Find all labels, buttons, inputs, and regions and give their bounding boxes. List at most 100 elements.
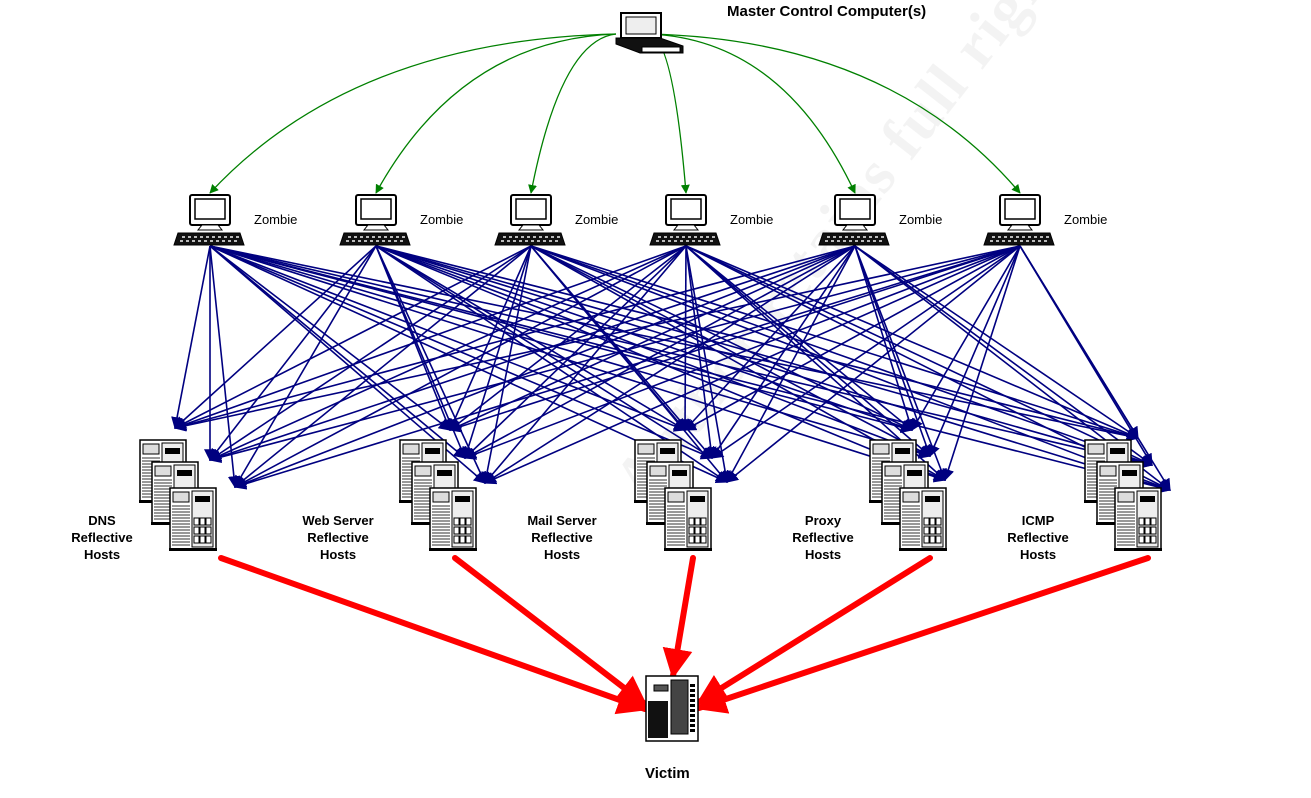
reflector-host-icon[interactable] [1114, 487, 1162, 551]
zombie-label: Zombie [420, 212, 464, 227]
reflector-host-icon[interactable] [429, 487, 477, 551]
zombie-label: Zombie [254, 212, 298, 227]
master-to-zombie-edge [649, 33, 1021, 194]
reflector-group [399, 439, 477, 551]
reflector-group-label-line: Hosts [543, 547, 581, 562]
zombie-to-reflector-edge [375, 245, 1140, 442]
reflector-group-label-line: Reflective [307, 530, 369, 545]
zombie-to-reflector-edge [209, 245, 466, 459]
reflector-group [869, 439, 947, 551]
zombie-to-reflector-edge [911, 245, 1021, 432]
victim-server-icon[interactable] [645, 675, 699, 742]
zombie-to-reflector-edge [209, 245, 532, 461]
reflector-group-label-line: Hosts [1019, 547, 1057, 562]
zombie-to-reflector-edge [464, 245, 687, 459]
zombie-to-reflector-edge [942, 245, 1021, 482]
reflector-group [1084, 439, 1162, 551]
zombie-to-reflector-edge [209, 245, 451, 431]
reflector-group-label-line: Hosts [804, 547, 842, 562]
master-to-zombie-edge [375, 33, 617, 194]
reflector-group-label-line: Hosts [319, 547, 357, 562]
zombie-to-reflector-edge [1019, 245, 1171, 492]
zombie-computer-icon[interactable] [339, 194, 411, 246]
zombie-to-reflector-edge [209, 245, 932, 459]
zombie-to-reflector-edge [375, 245, 947, 482]
zombie-label: Zombie [899, 212, 943, 227]
zombie-to-reflector-edge [209, 245, 687, 432]
zombie-to-reflector-edge [375, 245, 1154, 468]
reflector-group-label-line: Proxy [804, 513, 842, 528]
zombie-label: Zombie [1064, 212, 1108, 227]
zombie-to-reflector-edge [928, 245, 1021, 458]
zombie-computer-icon[interactable] [649, 194, 721, 246]
reflector-group-label-line: DNS [88, 513, 116, 528]
zombie-to-reflector-edge [208, 245, 856, 463]
zombie-to-reflector-edge [711, 245, 1021, 459]
zombie-to-reflector-edge [683, 245, 1021, 431]
master-to-zombie-edge [649, 33, 856, 194]
zombie-to-reflector-edge [173, 245, 532, 429]
reflector-host-icon[interactable] [664, 487, 712, 551]
zombie-to-reflector-edge [233, 245, 856, 489]
master-laptop-icon[interactable] [615, 12, 684, 54]
zombie-to-reflector-edges [171, 245, 1172, 494]
master-to-zombie-edge [209, 33, 617, 194]
reflector-to-victim-edge [696, 555, 1151, 714]
reflector-group-label-line: Web Server [302, 513, 374, 528]
zombie-to-reflector-edge [375, 245, 914, 433]
zombie-to-reflector-edge [173, 245, 856, 432]
zombie-to-reflector-edge [171, 245, 211, 430]
reflector-to-victim-edge [662, 555, 696, 679]
zombie-to-reflector-edge [711, 245, 856, 459]
reflector-group-label-line: Reflective [531, 530, 593, 545]
zombie-to-reflector-edge [209, 245, 1140, 442]
zombie-to-reflector-edge [684, 245, 856, 431]
zombie-to-reflector-edge [530, 245, 1140, 441]
zombie-label: Zombie [575, 212, 619, 227]
reflector-group-label-line: Reflective [71, 530, 133, 545]
reflector-to-victim-edge [452, 555, 648, 707]
reflector-host-icon[interactable] [169, 487, 217, 551]
zombie-to-reflector-edge [233, 245, 1021, 490]
zombie-to-reflector-edge [173, 245, 687, 431]
zombie-computer-icon[interactable] [818, 194, 890, 246]
reflector-host-icon[interactable] [899, 487, 947, 551]
zombie-to-reflector-edge [208, 245, 687, 462]
zombie-to-reflector-edge [375, 245, 932, 458]
zombie-computer-icon[interactable] [173, 194, 245, 246]
zombie-to-reflector-edge [173, 245, 1021, 432]
reflector-group-label-line: Reflective [1007, 530, 1069, 545]
zombie-to-reflector-edge [375, 245, 714, 459]
zombie-to-reflector-edge [484, 245, 687, 484]
zombie-to-reflector-edge [483, 245, 856, 484]
zombie-computer-icon[interactable] [494, 194, 566, 246]
zombie-to-reflector-edge [854, 245, 915, 432]
master-label: Master Control Computer(s) [727, 3, 927, 20]
master-to-zombie-edge [649, 33, 690, 194]
zombie-to-reflector-edge [448, 245, 532, 432]
zombie-to-reflector-edge [448, 245, 1021, 433]
zombie-to-reflector-edge [530, 245, 1172, 492]
zombie-to-reflector-edge [234, 245, 532, 488]
zombie-to-reflector-edge [208, 245, 1021, 464]
reflector-group-label-line: Hosts [83, 547, 121, 562]
zombie-computer-icon[interactable] [983, 194, 1055, 246]
zombie-to-reflector-edge [462, 245, 532, 460]
zombie-to-reflector-edge [463, 245, 1021, 460]
zombie-to-reflector-edge [685, 245, 1154, 466]
reflector-to-victim-edge [696, 555, 933, 705]
zombie-to-reflector-edge [530, 245, 932, 457]
zombie-to-reflector-edge [174, 245, 377, 429]
zombie-to-reflector-edge [448, 245, 856, 431]
zombie-to-reflector-edge [375, 245, 687, 431]
zombie-to-reflector-edge [209, 245, 1172, 494]
zombie-to-reflector-edge [854, 245, 1139, 439]
zombie-to-reflector-edge [685, 245, 913, 431]
zombie-to-reflector-edge [726, 245, 1021, 483]
zombie-label: Zombie [730, 212, 774, 227]
